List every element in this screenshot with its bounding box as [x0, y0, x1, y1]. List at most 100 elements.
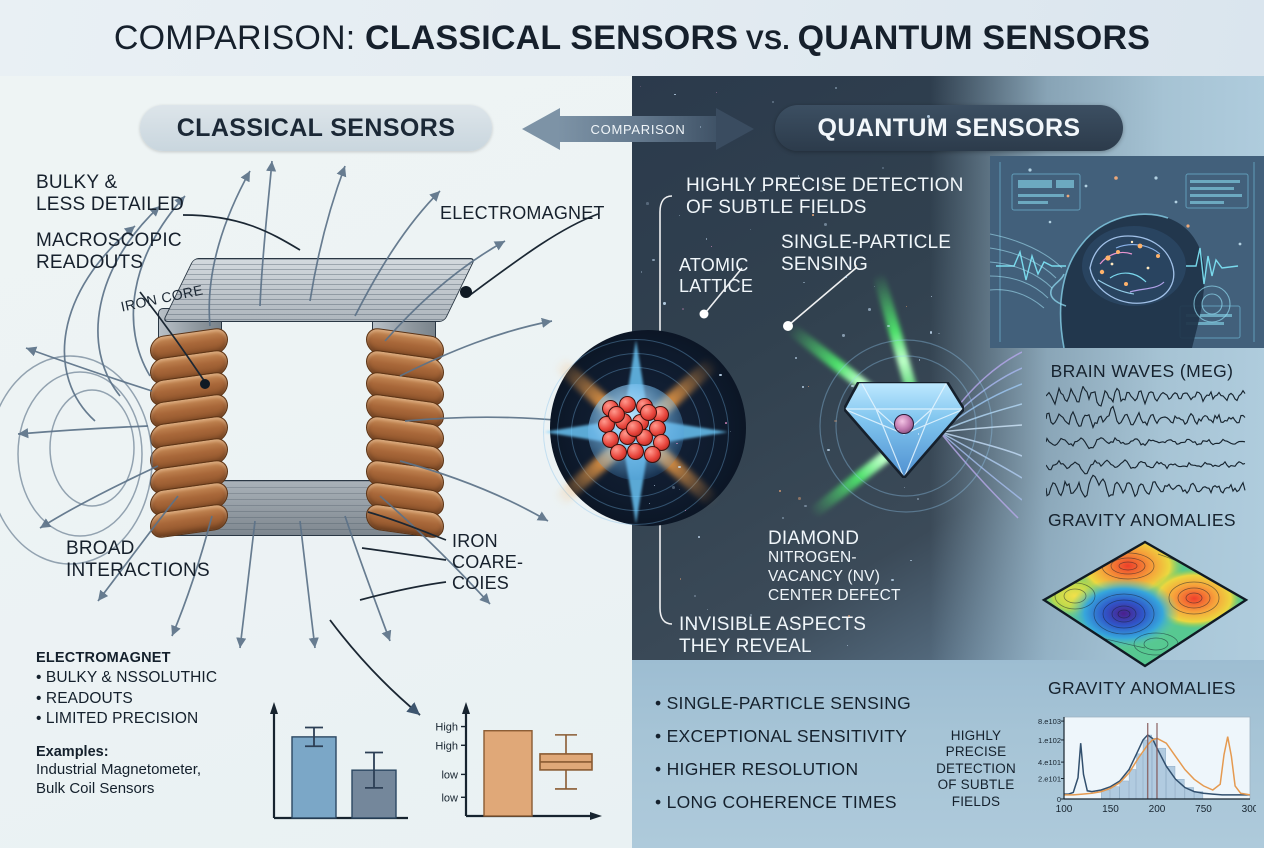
star-particle [648, 503, 650, 505]
star-particle [725, 421, 728, 424]
star-particle [797, 497, 801, 500]
nucleon [608, 406, 625, 423]
diamond-facet-lines [844, 382, 964, 478]
star-particle [729, 430, 732, 433]
arrow-bar [558, 116, 718, 142]
star-particle [931, 295, 933, 297]
svg-text:150: 150 [1102, 804, 1119, 815]
star-particle [671, 486, 675, 490]
star-particle [874, 286, 876, 288]
star-particle [771, 100, 775, 104]
star-particle [823, 223, 827, 227]
star-particle [808, 385, 810, 387]
star-particle [811, 214, 814, 216]
star-particle [847, 614, 850, 617]
star-particle [868, 308, 871, 311]
star-particle [697, 536, 700, 538]
star-particle [827, 448, 830, 452]
page-title-vs: VS. [738, 24, 798, 55]
star-particle [917, 433, 920, 435]
star-particle [916, 497, 919, 500]
star-particle [804, 504, 807, 508]
label-invisible-aspects: INVISIBLE ASPECTS THEY REVEAL [679, 614, 867, 658]
classical-mini-bar-chart [270, 702, 408, 820]
nucleon [627, 443, 644, 460]
star-particle [652, 258, 655, 262]
page-title-part1: COMPARISON: [113, 18, 366, 57]
classical-bullet-0: • BULKY & NSSOLUTHIC [36, 669, 218, 686]
badge-classical-sensors[interactable]: CLASSICAL SENSORS [140, 105, 492, 151]
star-particle [749, 613, 753, 617]
star-particle [679, 578, 682, 581]
comparison-arrow: COMPARISON [522, 108, 754, 150]
meg-brain-wave-traces [1046, 386, 1246, 498]
badge-quantum-sensors[interactable]: QUANTUM SENSORS [775, 105, 1123, 151]
star-particle [905, 306, 908, 308]
svg-text:300: 300 [1242, 804, 1256, 815]
svg-text:0: 0 [1057, 795, 1061, 804]
star-particle [847, 645, 849, 647]
star-particle [707, 608, 709, 610]
diamond-nv-graphic [786, 272, 1022, 522]
gravity-anomaly-surface [1041, 540, 1249, 668]
star-particle [803, 281, 805, 284]
magnet-right-coil [364, 326, 444, 540]
label-diamond-title: DIAMOND [768, 528, 860, 549]
star-particle [881, 166, 885, 170]
label-macroscopic-readouts: MACROSCOPIC READOUTS [36, 230, 182, 274]
label-atomic-lattice: ATOMIC LATTICE [679, 255, 754, 297]
nucleon [610, 444, 627, 461]
quantum-summary-list: • SINGLE-PARTICLE SENSING • EXCEPTIONAL … [655, 693, 911, 825]
svg-text:100: 100 [1056, 804, 1073, 815]
star-particle [653, 484, 656, 487]
star-particle [640, 271, 643, 273]
nv-center-defect-icon [894, 414, 914, 434]
arrow-right-head-icon [716, 108, 754, 150]
svg-text:High: High [435, 722, 458, 734]
star-particle [918, 359, 920, 361]
comparison-arrow-label: COMPARISON [590, 121, 686, 137]
star-particle [797, 175, 800, 177]
star-particle [781, 517, 785, 520]
classical-bullet-1: • READOUTS [36, 689, 133, 707]
star-particle [693, 594, 696, 598]
star-particle [794, 356, 798, 360]
nucleon [644, 446, 661, 463]
star-particle [760, 189, 763, 192]
page-title-part2: CLASSICAL SENSORS [365, 18, 739, 57]
star-particle [778, 489, 781, 492]
classical-examples-title: Examples: [36, 743, 109, 760]
star-particle [682, 307, 684, 310]
star-particle [887, 324, 890, 328]
classical-list-title: ELECTROMAGNET [36, 650, 171, 666]
label-bulky-less-detailed: BULKY & LESS DETAILED [36, 172, 184, 216]
star-particle [844, 275, 847, 279]
star-particle [938, 333, 940, 335]
star-particle [678, 465, 681, 468]
label-electromagnet: ELECTROMAGNET [440, 203, 605, 223]
star-particle [678, 488, 680, 490]
star-particle [802, 386, 804, 388]
brain-hologram-svg [990, 156, 1264, 348]
quantum-bullet-2: • HIGHER RESOLUTION [655, 759, 859, 779]
label-iron-core-coils: IRON COARE- COIES [452, 531, 524, 594]
quantum-bullet-3: • LONG COHERENCE TIMES [655, 792, 897, 812]
page-title: COMPARISON: CLASSICAL SENSORS VS. QUANTU… [114, 19, 1150, 58]
star-particle [679, 215, 681, 217]
star-particle [676, 442, 679, 445]
star-particle [705, 238, 708, 240]
star-particle [673, 93, 676, 96]
star-particle [684, 510, 686, 512]
star-particle [834, 86, 837, 89]
star-particle [890, 578, 894, 582]
star-particle [910, 560, 912, 562]
header-bar: COMPARISON: CLASSICAL SENSORS VS. QUANTU… [0, 0, 1264, 76]
magnet-left-coil [150, 326, 230, 540]
star-particle [663, 302, 666, 305]
nucleon [640, 404, 657, 421]
nucleon [626, 420, 643, 437]
quantum-bullet-0: • SINGLE-PARTICLE SENSING [655, 693, 912, 713]
